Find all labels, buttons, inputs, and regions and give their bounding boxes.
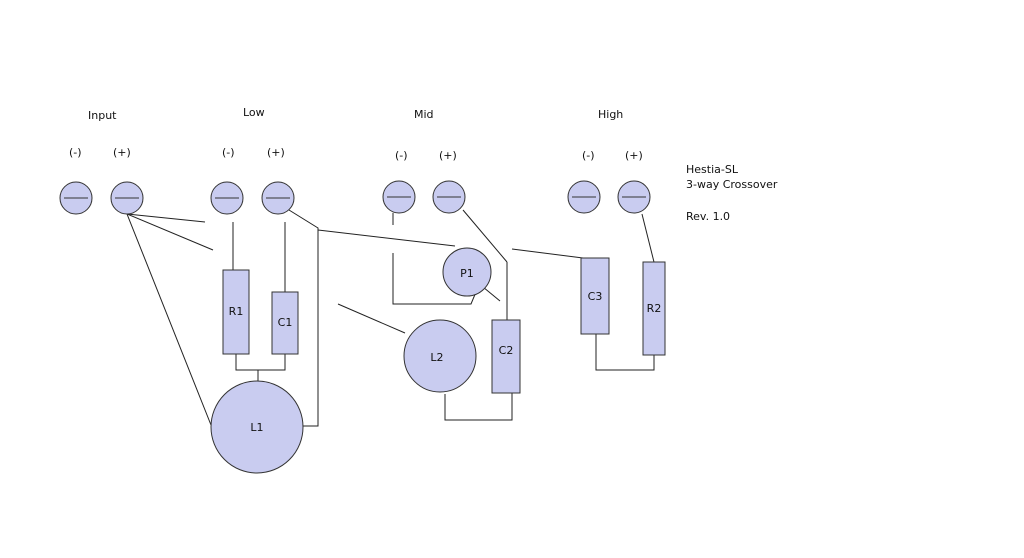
title-block-revision: Rev. 1.0	[686, 210, 730, 223]
low-pos-terminal	[261, 181, 295, 215]
wiring	[126, 209, 655, 427]
group-label-low: Low	[243, 106, 265, 119]
l1-label: L1	[250, 421, 263, 434]
low-pos-label: (+)	[267, 146, 285, 159]
wire-input-pos-top	[126, 213, 206, 223]
input-pos-label: (+)	[113, 146, 131, 159]
pot-p1: P1	[442, 247, 492, 297]
high-neg-terminal	[567, 180, 601, 214]
l2-label: L2	[430, 351, 443, 364]
high-pos-label: (+)	[625, 149, 643, 162]
group-label-mid: Mid	[414, 108, 434, 121]
capacitor-c3: C3	[580, 257, 610, 335]
wire-input-pos-r1	[126, 213, 214, 251]
wire-r1-c1-join	[235, 354, 286, 371]
mid-pos-label: (+)	[439, 149, 457, 162]
input-pos-terminal	[110, 181, 144, 215]
wire-c3-r2-join	[595, 334, 655, 371]
group-label-input: Input	[88, 109, 117, 122]
high-neg-label: (-)	[582, 149, 595, 162]
wire-to-c3	[511, 248, 584, 259]
resistor-r1: R1	[222, 269, 250, 355]
wire-low-to-p1	[317, 229, 456, 247]
high-pos-terminal	[617, 180, 651, 214]
p1-label: P1	[460, 267, 474, 280]
capacitor-c1: C1	[271, 291, 299, 355]
wire-p1-c2	[482, 286, 501, 302]
wire-mid-neg-p1	[392, 253, 477, 305]
wire-input-pos-l1	[126, 213, 212, 426]
capacitor-c2: C2	[491, 319, 521, 394]
inductor-l2: L2	[403, 319, 477, 393]
low-neg-label: (-)	[222, 146, 235, 159]
mid-neg-label: (-)	[395, 149, 408, 162]
wire-to-l2	[337, 303, 406, 334]
resistor-r2: R2	[642, 261, 666, 356]
group-label-high: High	[598, 108, 623, 121]
title-block-name: Hestia-SL	[686, 163, 739, 176]
low-neg-terminal	[210, 181, 244, 215]
r2-label: R2	[647, 302, 662, 315]
input-neg-terminal	[59, 181, 93, 215]
wire-high-pos-r2	[641, 213, 655, 263]
c3-label: C3	[588, 290, 603, 303]
input-neg-label: (-)	[69, 146, 82, 159]
mid-pos-terminal	[432, 180, 466, 214]
c1-label: C1	[278, 316, 293, 329]
wire-l2-c2-join	[444, 393, 513, 421]
inductor-l1: L1	[210, 380, 304, 474]
wire-mid-pos	[462, 209, 508, 263]
title-block-subtitle: 3-way Crossover	[686, 178, 778, 191]
mid-neg-terminal	[382, 180, 416, 214]
r1-label: R1	[229, 305, 244, 318]
wire-low-pos-l1	[288, 209, 319, 427]
c2-label: C2	[499, 344, 514, 357]
